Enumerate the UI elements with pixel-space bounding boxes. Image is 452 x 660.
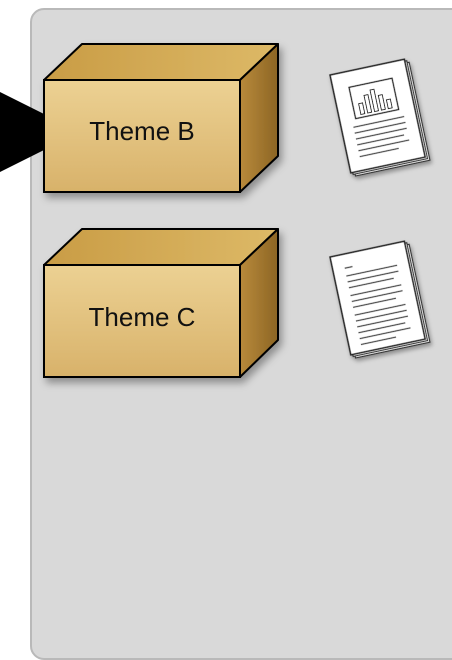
chart-report-document-icon[interactable] (329, 58, 431, 177)
theme-b-box[interactable] (43, 43, 279, 193)
theme-c-label: Theme C (89, 302, 196, 332)
theme-b-box-front (43, 79, 241, 193)
incoming-arrow (0, 92, 44, 172)
theme-b-label: Theme B (89, 116, 195, 146)
theme-c-box-front (43, 264, 241, 378)
theme-b-box-top (43, 43, 279, 81)
theme-c-box[interactable] (43, 228, 279, 378)
text-document-icon[interactable] (329, 240, 431, 359)
theme-c-box-top (43, 228, 279, 266)
